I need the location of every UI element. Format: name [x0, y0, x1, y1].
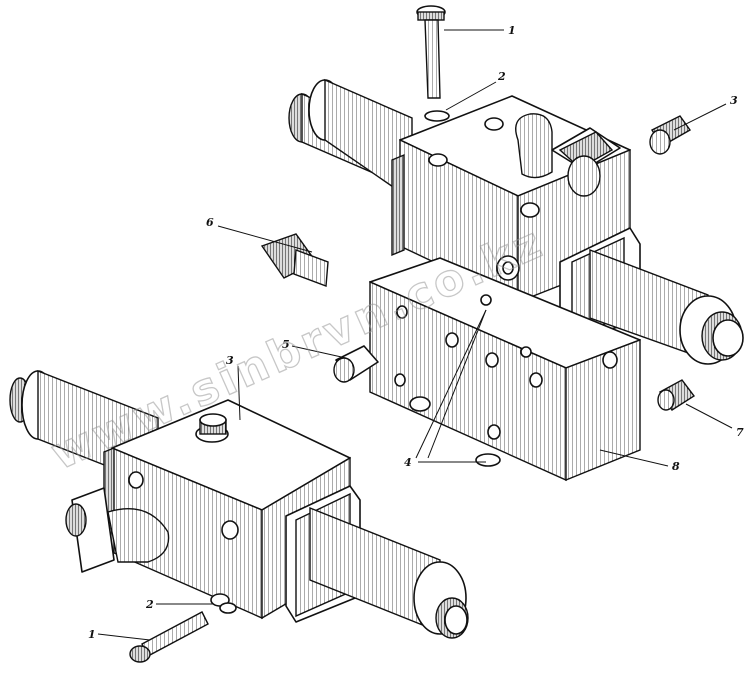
callout-top-bolt: 1: [508, 24, 516, 37]
callout-base-block: 8: [672, 460, 680, 473]
base-block: [369, 257, 641, 482]
upper-left-cylinder: [288, 78, 413, 202]
callout-bottom-bolt: 1: [88, 628, 96, 641]
right-plug: [657, 379, 696, 411]
callout-bottom-block: 3: [226, 354, 234, 367]
upper-valve-assembly: [288, 78, 744, 365]
o-rings: [409, 396, 501, 467]
top-right-plug: [649, 115, 692, 155]
top-washer: [424, 110, 450, 122]
bottom-washer: [210, 593, 237, 614]
callout-bottom-washer: 2: [145, 598, 154, 611]
lower-elbow-connector: [65, 487, 170, 573]
bottom-bolt: [129, 611, 209, 663]
callout-left-nipple: 6: [206, 216, 214, 229]
lower-right-cylinder: [285, 485, 469, 639]
lower-valve-assembly: [9, 369, 469, 639]
callout-top-right-plug: 3: [730, 94, 738, 107]
leader-lines: [97, 29, 733, 641]
upper-elbow-connector: [515, 113, 621, 197]
top-bolt: [416, 5, 446, 99]
callout-right-plug: 7: [736, 426, 744, 439]
callout-side-plug: 5: [282, 338, 290, 351]
left-nipple: [260, 233, 329, 287]
callout-rings: 4: [404, 456, 412, 469]
callout-top-washer: 2: [497, 70, 506, 83]
side-plug: [333, 345, 379, 383]
